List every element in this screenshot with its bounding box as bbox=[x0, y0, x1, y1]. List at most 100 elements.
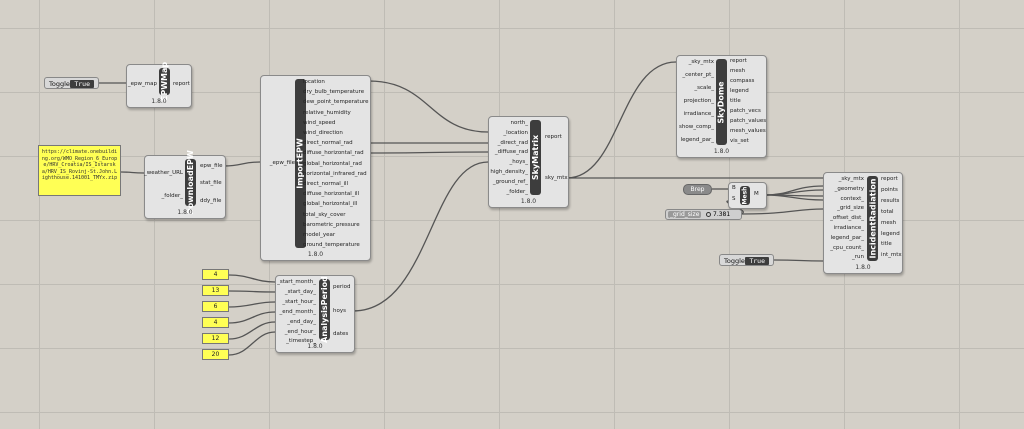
toggle-value[interactable]: True bbox=[745, 257, 769, 265]
number-panel[interactable]: 12 bbox=[202, 333, 229, 344]
output-port[interactable]: title bbox=[881, 241, 892, 248]
output-port[interactable]: global_horizontal_ill bbox=[303, 201, 358, 208]
output-port[interactable]: dew_point_temperature bbox=[303, 99, 369, 106]
input-port[interactable]: _diffuse_rad bbox=[494, 149, 528, 156]
output-port[interactable]: global_horizontal_rad bbox=[303, 160, 362, 167]
input-port[interactable]: _center_pt_ bbox=[682, 72, 714, 78]
input-port[interactable]: _start_hour_ bbox=[282, 298, 316, 305]
output-port[interactable]: legend bbox=[881, 230, 900, 237]
input-port[interactable]: show_comp_ bbox=[679, 124, 714, 130]
input-port[interactable]: _timestep_ bbox=[286, 338, 316, 345]
input-settings[interactable]: S bbox=[732, 196, 736, 202]
output-port[interactable]: total_sky_cover bbox=[303, 211, 346, 218]
downloadepw-component[interactable]: _weather_URL _folder_ DownloadEPW epw_fi… bbox=[144, 150, 226, 219]
output-port[interactable]: points bbox=[881, 186, 898, 193]
input-port[interactable]: context_ bbox=[840, 195, 864, 202]
output-port[interactable]: diffuse_horizontal_ill bbox=[303, 191, 360, 198]
input-port[interactable]: irradiance_ bbox=[833, 225, 864, 231]
number-panel[interactable]: 6 bbox=[202, 301, 229, 312]
input-port[interactable]: _start_month_ bbox=[277, 279, 316, 285]
skymatrix-component[interactable]: north_ _location _direct_rad _diffuse_rad _h… bbox=[488, 116, 569, 208]
run-toggle[interactable]: Toggle True bbox=[719, 254, 774, 266]
output-period[interactable]: period bbox=[333, 284, 351, 290]
output-port[interactable]: patch_values bbox=[730, 118, 767, 124]
output-hoys[interactable]: hoys bbox=[333, 308, 346, 314]
output-port[interactable]: direct_normal_rad bbox=[303, 140, 353, 147]
output-report[interactable]: report bbox=[545, 134, 562, 140]
input-port[interactable]: _sky_mtx bbox=[688, 59, 714, 65]
number-panel[interactable]: 4 bbox=[202, 317, 229, 328]
input-port[interactable]: irradiance_ bbox=[683, 111, 714, 117]
output-dates[interactable]: dates bbox=[333, 331, 349, 337]
input-port[interactable]: _run bbox=[852, 254, 864, 261]
input-port[interactable]: _end_month_ bbox=[279, 308, 316, 315]
input-port[interactable]: _start_day_ bbox=[284, 288, 316, 295]
input-port[interactable]: _offset_dist_ bbox=[830, 215, 864, 222]
output-port[interactable]: total bbox=[881, 208, 894, 215]
analysisperiod-component[interactable]: _start_month_ _start_day_ _start_hour_ _end… bbox=[275, 275, 355, 353]
output-port[interactable]: title bbox=[730, 98, 741, 104]
output-port[interactable]: barometric_pressure bbox=[303, 221, 360, 228]
input-port[interactable]: legend_par_ bbox=[680, 137, 714, 143]
input-port[interactable]: _cpu_count_ bbox=[830, 244, 864, 251]
boolean-toggle[interactable]: Toggle True bbox=[44, 77, 99, 89]
output-port[interactable]: mesh bbox=[730, 68, 746, 74]
input-brep[interactable]: B bbox=[732, 185, 736, 191]
input-port[interactable]: high_density_ bbox=[490, 169, 528, 175]
output-port[interactable]: patch_vecs bbox=[730, 108, 761, 114]
input-port[interactable]: _ground_ref_ bbox=[492, 178, 528, 185]
input-port[interactable]: north_ bbox=[510, 120, 528, 126]
input-epw-file[interactable]: _epw_file bbox=[269, 160, 295, 166]
output-port[interactable]: relative_humidity bbox=[303, 109, 351, 116]
output-port[interactable]: ground_temperature bbox=[303, 242, 360, 249]
url-panel[interactable]: https://climate.onebuilding.org/WMO_Regi… bbox=[38, 145, 121, 196]
input-port[interactable]: _end_day_ bbox=[287, 318, 316, 325]
output-port[interactable]: location bbox=[303, 79, 325, 85]
number-panel[interactable]: 13 bbox=[202, 285, 229, 296]
grid-size-slider[interactable]: _grid_size 7.381 bbox=[665, 209, 742, 220]
input-port[interactable]: _end_hour_ bbox=[284, 328, 316, 335]
number-panel[interactable]: 20 bbox=[202, 349, 229, 360]
output-port[interactable]: report bbox=[730, 58, 747, 64]
output-port[interactable]: direct_normal_ill bbox=[303, 181, 349, 187]
input-port[interactable]: _sky_mtx bbox=[838, 176, 864, 182]
output-sky-mtx[interactable]: sky_mtx bbox=[545, 175, 568, 181]
input-port[interactable]: _geometry bbox=[834, 185, 864, 192]
output-stat-file[interactable]: stat_file bbox=[200, 180, 222, 186]
number-panel[interactable]: 4 bbox=[202, 269, 229, 280]
input-port[interactable]: _scale_ bbox=[694, 85, 714, 91]
input-port[interactable]: _folder_ bbox=[506, 188, 528, 195]
slider-handle-icon[interactable] bbox=[706, 212, 711, 217]
output-port[interactable]: model_year bbox=[303, 232, 336, 238]
output-port[interactable]: report bbox=[881, 176, 898, 182]
output-report[interactable]: report bbox=[173, 81, 190, 87]
output-port[interactable]: compass bbox=[730, 78, 755, 84]
input-port[interactable]: legend_par_ bbox=[830, 234, 864, 241]
toggle-value[interactable]: True bbox=[70, 80, 94, 88]
output-port[interactable]: results bbox=[881, 197, 900, 204]
output-port[interactable]: int_mtx bbox=[881, 252, 902, 259]
input-port[interactable]: _location bbox=[503, 129, 528, 136]
skydome-component[interactable]: _sky_mtx _center_pt_ _scale_ projection_irr… bbox=[676, 55, 767, 158]
output-epw-file[interactable]: epw_file bbox=[200, 163, 223, 169]
epwmap-component[interactable]: _epw_map EPWMap report 1.8.0 bbox=[126, 62, 192, 108]
output-port[interactable]: vis_set bbox=[730, 138, 749, 144]
input-port[interactable]: _grid_size bbox=[837, 205, 864, 212]
output-port[interactable]: dry_bulb_temperature bbox=[303, 89, 365, 96]
input-port[interactable]: _hoys_ bbox=[509, 159, 528, 166]
output-ddy-file[interactable]: ddy_file bbox=[200, 198, 222, 204]
output-port[interactable]: horizontal_infrared_rad bbox=[303, 170, 367, 177]
output-port[interactable]: mesh bbox=[881, 219, 897, 226]
incidentradiation-component[interactable]: _sky_mtx _geometry context_ _grid_size _offs… bbox=[823, 172, 903, 274]
input-port[interactable]: _direct_rad bbox=[497, 139, 528, 146]
output-port[interactable]: diffuse_horizontal_rad bbox=[303, 150, 364, 157]
output-mesh[interactable]: M bbox=[754, 191, 759, 197]
input-port[interactable]: projection_ bbox=[683, 98, 714, 104]
input-folder[interactable]: _folder_ bbox=[161, 193, 183, 199]
output-port[interactable]: mesh_values bbox=[730, 128, 766, 134]
brep-parameter[interactable]: Brep bbox=[683, 184, 712, 195]
input-weather-url[interactable]: _weather_URL bbox=[144, 170, 183, 176]
mesh-component[interactable]: B S Mesh M bbox=[728, 182, 767, 209]
output-port[interactable]: legend bbox=[730, 88, 749, 94]
